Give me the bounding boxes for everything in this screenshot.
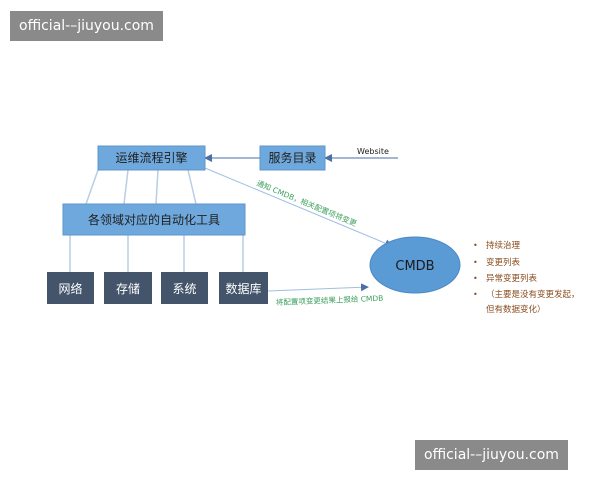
cmdb-node: CMDB <box>369 236 461 294</box>
database-to-cmdb-arrow <box>267 283 369 292</box>
cmdb-notes-list: • 持续治理 • 变更列表 • 异常变更列表 • （主要是没有变更发起， 但有数… <box>473 240 580 315</box>
engine-to-cmdb-arrow <box>204 167 393 247</box>
note-bullet: • <box>473 258 478 267</box>
note-bullet: • <box>473 290 478 299</box>
website-arrow: Website <box>324 147 398 162</box>
storage-label: 存储 <box>116 281 140 296</box>
note-bullet: • <box>473 241 478 250</box>
workflow-engine-label: 运维流程引擎 <box>115 150 187 165</box>
system-label: 系统 <box>172 282 196 296</box>
notify-cmdb-label: 通知 CMDB，相关配置项将变更 <box>255 178 359 229</box>
note-bullet: • <box>473 274 478 283</box>
automation-tools-label: 各领域对应的自动化工具 <box>88 212 220 227</box>
database-label: 数据库 <box>225 281 261 296</box>
service-catalog-node: 服务目录 <box>259 145 326 171</box>
watermark-bottom: official-–jiuyou.com <box>415 440 568 470</box>
network-node: 网络 <box>47 272 94 304</box>
note-change-list: 变更列表 <box>486 257 521 268</box>
watermark-top: official-–jiuyou.com <box>10 11 163 41</box>
cmdb-label: CMDB <box>395 259 434 274</box>
workflow-engine-node: 运维流程引擎 <box>97 145 206 171</box>
engine-to-tools-connectors <box>85 169 197 205</box>
storage-node: 存储 <box>104 272 152 304</box>
note-explanation-line1: （主要是没有变更发起， <box>486 289 580 300</box>
note-explanation-line2: 但有数据变化） <box>486 304 546 315</box>
note-abnormal-change-list: 异常变更列表 <box>486 273 538 284</box>
website-label: Website <box>357 147 389 156</box>
tools-to-domains-connectors <box>69 235 244 272</box>
service-catalog-label: 服务目录 <box>268 150 316 165</box>
network-label: 网络 <box>58 281 82 296</box>
note-continuous-governance: 持续治理 <box>486 240 521 251</box>
system-node: 系统 <box>161 272 208 304</box>
database-node: 数据库 <box>219 272 268 304</box>
report-cmdb-label: 将配置项变更结果上报给 CMDB <box>276 293 384 307</box>
automation-tools-node: 各领域对应的自动化工具 <box>62 203 246 236</box>
